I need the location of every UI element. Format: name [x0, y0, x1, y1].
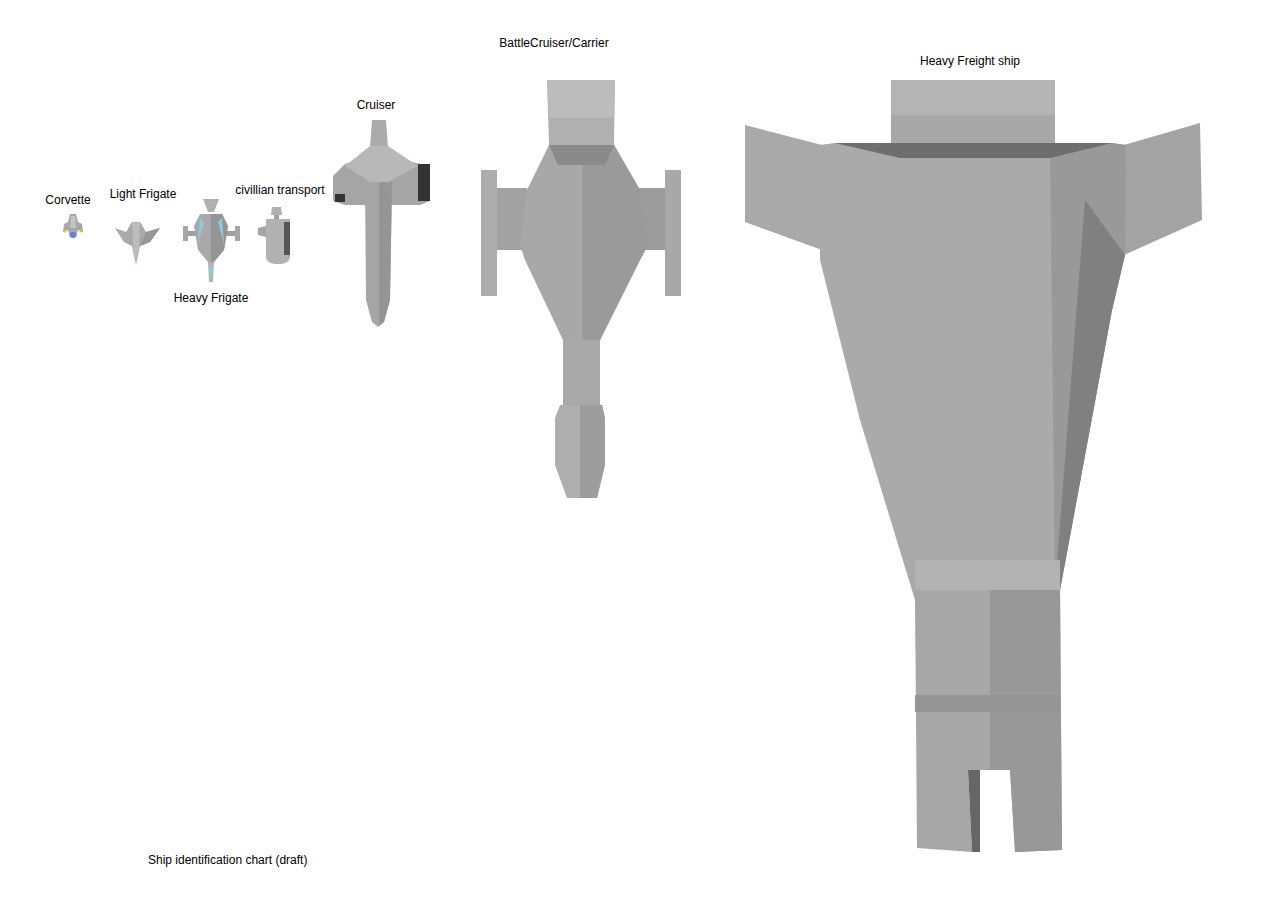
ship-label: Heavy Freight ship [920, 54, 1020, 68]
corvette-ship [63, 214, 83, 238]
ship-label: BattleCruiser/Carrier [499, 36, 608, 50]
ship-label: civillian transport [235, 183, 324, 197]
ship-label: Heavy Frigate [174, 291, 249, 305]
ship-label: Corvette [45, 193, 90, 207]
heavy-freight-ship [745, 80, 1202, 852]
ship-label: Cruiser [357, 98, 396, 112]
cruiser-ship [333, 120, 430, 327]
heavy-frigate-ship [183, 199, 240, 282]
battlecruiser-carrier-ship [481, 80, 681, 498]
light-frigate-ship [115, 222, 160, 265]
ship-label: Light Frigate [110, 187, 177, 201]
chart-caption: Ship identification chart (draft) [148, 853, 307, 867]
civilian-transport-ship [258, 207, 290, 264]
